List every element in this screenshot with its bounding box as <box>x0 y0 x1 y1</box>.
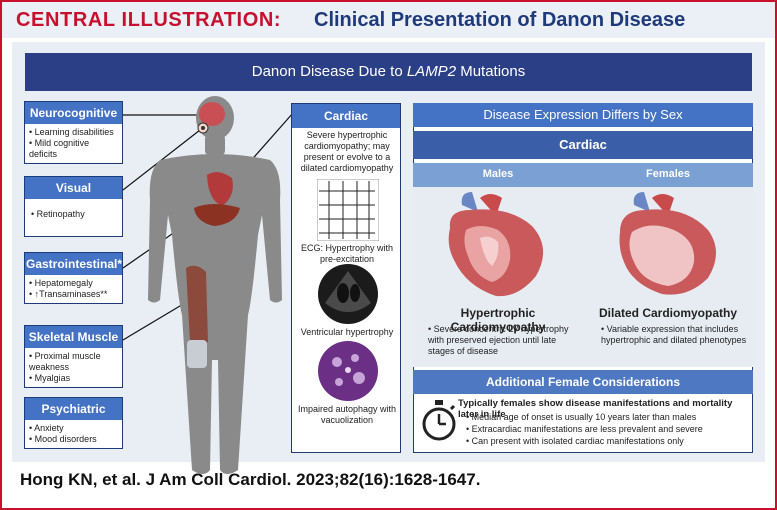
sex-subheader-row <box>413 163 753 187</box>
females-label: Females <box>645 168 691 180</box>
silhouette <box>148 96 282 474</box>
males-label: Males <box>482 168 514 180</box>
banner-suffix: Mutations <box>456 63 526 80</box>
echo-caption: Ventricular hypertrophy <box>300 327 394 337</box>
dilated-heart-image <box>619 192 716 295</box>
skeletal-muscle-title: Skeletal Muscle <box>25 326 122 348</box>
neurocognitive-title: Neurocognitive <box>25 102 122 124</box>
banner-gene: LAMP2 <box>406 63 457 80</box>
visual-title: Visual <box>25 177 122 199</box>
ecg-image <box>317 179 379 241</box>
males-bullet: • Severe concentric LV hypertrophy with … <box>428 324 569 356</box>
banner-prefix: Danon Disease Due to <box>251 63 407 80</box>
females-bullet-text: Variable expression that includes hypert… <box>601 324 747 345</box>
female-point-2: • Extracardiac manifestations are less p… <box>466 424 703 434</box>
title-bar: CENTRAL ILLUSTRATION: Clinical Presentat… <box>2 2 775 38</box>
female-point-3: • Can present with isolated cardiac mani… <box>466 436 684 446</box>
sex-differences-title: Disease Expression Differs by Sex <box>413 103 753 127</box>
neurocognitive-box: Neurocognitive Learning disabilities Mil… <box>24 101 123 164</box>
organ-overlays <box>186 102 240 368</box>
symptom-item: Proximal muscle weakness <box>29 351 118 373</box>
cardiac-title: Cardiac <box>292 104 400 128</box>
dilated-title: Dilated Cardiomyopathy <box>598 306 738 320</box>
cardiac-column: Cardiac Severe hypertrophic cardiomyopat… <box>291 103 401 453</box>
psychiatric-title: Psychiatric <box>25 398 122 420</box>
hypertrophic-title: Hypertrophic Cardiomyopathy <box>450 306 546 334</box>
biopsy-caption: Impaired autophagy with vacuolization <box>297 404 397 425</box>
skeletal-muscle-box: Skeletal Muscle Proximal muscle weakness… <box>24 325 123 388</box>
visual-box: Visual Retinopathy <box>24 176 123 237</box>
echo-image <box>318 264 378 324</box>
symptom-item: ↑Transaminases** <box>29 289 118 300</box>
symptom-item: Myalgias <box>29 373 118 384</box>
symptom-item: Hepatomegaly <box>29 278 118 289</box>
biopsy-image <box>318 341 378 401</box>
hypertrophic-heart-image <box>448 192 544 297</box>
symptom-item: Mood disorders <box>29 434 118 445</box>
disease-banner: Danon Disease Due to LAMP2 Mutations <box>25 53 752 91</box>
sex-cardiac-header: Cardiac <box>413 131 753 159</box>
symptom-item: Learning disabilities <box>29 127 118 138</box>
symptom-item: Mild cognitive deficits <box>29 138 118 160</box>
female-point-text: Median age of onset is usually 10 years … <box>471 412 697 422</box>
figure-title: Clinical Presentation of Danon Disease <box>314 9 686 31</box>
females-bullet: • Variable expression that includes hype… <box>601 324 747 345</box>
gastrointestinal-title: Gastrointestinal* <box>25 253 122 275</box>
female-lead: Typically females show disease manifesta… <box>458 398 733 420</box>
males-bullet-text: Severe concentric LV hypertrophy with pr… <box>428 324 569 356</box>
figure-label: CENTRAL ILLUSTRATION: <box>16 9 282 31</box>
citation: Hong KN, et al. J Am Coll Cardiol. 2023;… <box>20 470 481 489</box>
cardiac-intro: Severe hypertrophic cardiomyopathy; may … <box>300 130 394 173</box>
female-point-1: • Median age of onset is usually 10 year… <box>466 412 697 422</box>
additional-female-title: Additional Female Considerations <box>413 370 753 394</box>
gastrointestinal-box: Gastrointestinal* Hepatomegaly ↑Transami… <box>24 252 123 304</box>
psychiatric-box: Psychiatric Anxiety Mood disorders <box>24 397 123 449</box>
symptom-item: Anxiety <box>29 423 118 434</box>
symptom-item: Retinopathy <box>31 209 118 220</box>
female-point-text: Can present with isolated cardiac manife… <box>471 436 684 446</box>
female-point-text: Extracardiac manifestations are less pre… <box>471 424 703 434</box>
ecg-caption: ECG: Hypertrophy with pre-excitation <box>300 243 394 264</box>
stopwatch-icon <box>422 400 456 441</box>
